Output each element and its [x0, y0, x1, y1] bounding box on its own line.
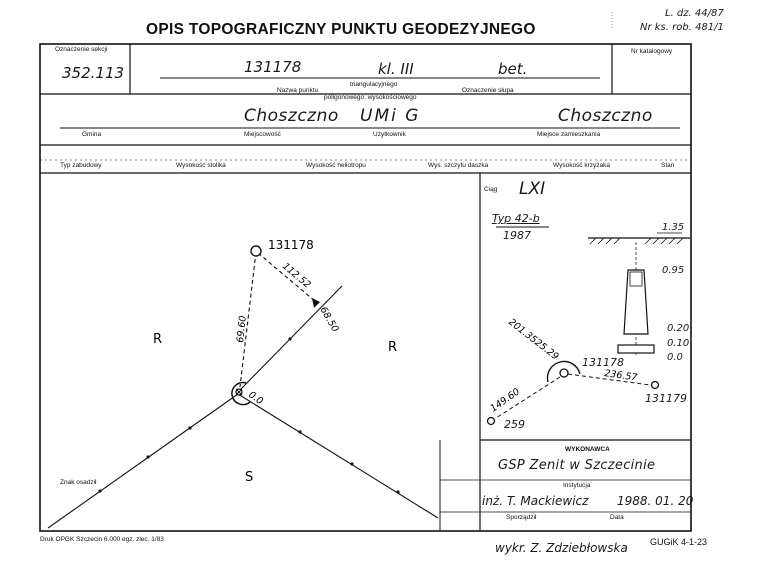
- catalog-label: Nr katalogowy: [631, 48, 673, 55]
- gmina-value: Choszczno: [244, 106, 339, 126]
- section-label: Oznaczenie sekcji: [55, 46, 108, 53]
- network-center-label: 131178: [582, 356, 624, 369]
- form-code: GUGiK 4-1-23: [650, 537, 708, 547]
- ciag-label: Ciąg: [484, 186, 498, 193]
- point-name-label: Nazwa punktu: [277, 87, 319, 94]
- residence-label: Miejsce zamieszkania: [537, 131, 601, 138]
- executor-header: WYKONAWCA: [565, 446, 610, 453]
- reference-marker: [312, 298, 320, 308]
- road-southeast: [237, 393, 439, 519]
- network-left-point: [486, 416, 496, 426]
- road-southwest: [47, 393, 239, 529]
- author-value: inż. T. Mackiewicz: [482, 494, 589, 508]
- direction-angle: 201.3525.29: [506, 317, 560, 363]
- triangulation-label: triangulacyjnego: [350, 81, 398, 88]
- point-number: 131178: [244, 58, 302, 76]
- locality-value: UMi G: [360, 106, 421, 126]
- cross-height-label: Wysokość krzyżaka: [553, 162, 611, 169]
- distance-right: 236.57: [604, 368, 638, 384]
- work-book-number: Nr ks. rob. 481/1: [640, 22, 724, 33]
- table-height-label: Wysokość stolika: [176, 162, 226, 169]
- marker-label: Znak osadził: [60, 479, 97, 486]
- date-label: Data: [610, 514, 624, 521]
- height-1: 0.95: [662, 265, 685, 276]
- state-label: Stan: [661, 162, 675, 169]
- author-label: Sporządził: [506, 514, 537, 521]
- post-type: bet.: [498, 60, 528, 78]
- measure-line-b: [257, 252, 317, 303]
- network-right-point: [650, 380, 660, 390]
- drawn-by: wykr. Z. Zdziebłowska: [495, 541, 628, 555]
- height-3: 0.10: [667, 338, 690, 349]
- height-4: 0.0: [667, 352, 683, 363]
- distance-left: 149.60: [488, 386, 522, 414]
- measure-line-a: [239, 251, 257, 388]
- type-value: Typ 42-b: [492, 212, 540, 225]
- network-left-label: 259: [504, 418, 525, 431]
- section-value: 352.113: [62, 64, 125, 82]
- underground-plate: [617, 344, 655, 354]
- institution-value: GSP Zenit w Szczecinie: [498, 458, 656, 473]
- year-value: 1987: [503, 229, 531, 242]
- ciag-value: LXI: [519, 179, 546, 199]
- heliotrope-height-label: Wysokość heliotropu: [306, 162, 366, 169]
- institution-label: Instytucja: [563, 482, 591, 489]
- network-center-point: [559, 368, 569, 378]
- print-note: Druk OPGK Szczecin 6.000 egz. zlec. 1/83: [40, 536, 164, 543]
- distance-label-b: 69.60: [235, 315, 249, 343]
- polygon-label: poligonowego; wysokościowego: [324, 94, 417, 101]
- depth-value: 1.35: [662, 222, 685, 233]
- zone-r-right: R: [388, 340, 397, 355]
- document-title: OPIS TOPOGRAFICZNY PUNKTU GEODEZYJNEGO: [146, 21, 536, 38]
- center-arc: [231, 381, 251, 406]
- shield-height-label: Wys. szczytu daszka: [428, 162, 489, 169]
- post-label: Oznaczenie słupa: [462, 87, 514, 94]
- reference-number: L. dz. 44/87: [665, 8, 724, 19]
- building-type-label: Typ zabudowy: [60, 162, 102, 169]
- point-class: kl. III: [378, 60, 414, 78]
- gmina-label: Gmina: [82, 131, 102, 138]
- residence-value: Choszczno: [558, 106, 653, 126]
- height-2: 0.20: [667, 323, 690, 334]
- zone-r-left: R: [153, 332, 162, 347]
- sketch-point-label: 131178: [268, 238, 314, 252]
- network-arc: [546, 360, 581, 383]
- zone-s: S: [245, 470, 253, 485]
- point-circle: [250, 245, 262, 257]
- date-value: 1988. 01. 20: [617, 494, 694, 508]
- locality-label: Miejscowość: [244, 131, 281, 138]
- network-right-label: 131179: [645, 392, 687, 405]
- user-label: Użytkownik: [373, 131, 406, 138]
